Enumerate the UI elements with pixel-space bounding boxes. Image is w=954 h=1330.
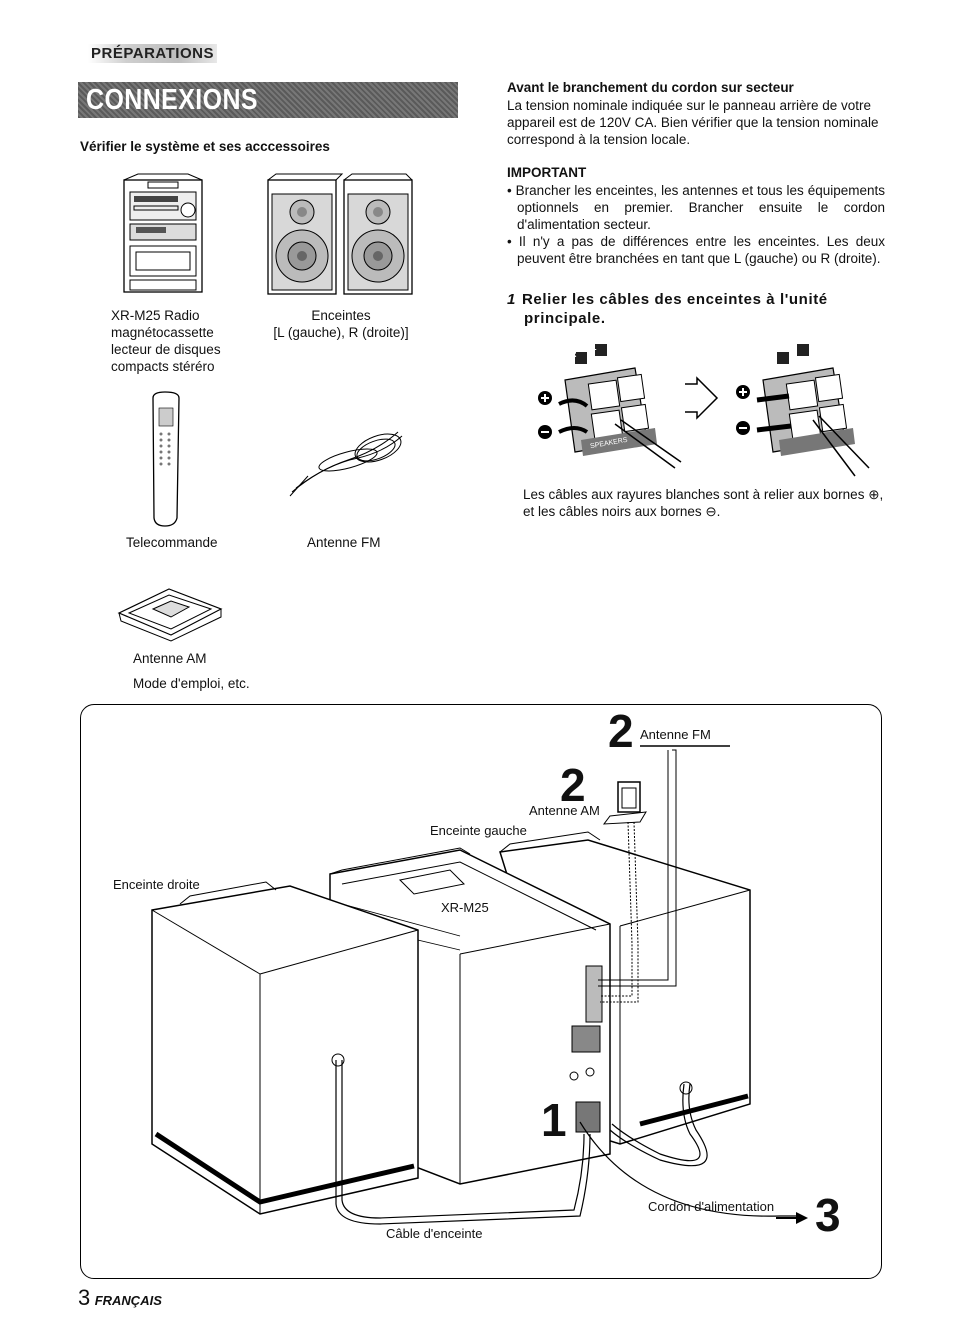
page-title: CONNEXIONS xyxy=(86,84,258,116)
page-number: 3 xyxy=(78,1285,91,1310)
step1-title-line-1: Relier les câbles des enceintes à l'unit… xyxy=(521,291,828,308)
unit-label-line-1: XR-M25 Radio xyxy=(111,308,200,323)
step1-caption: Les câbles aux rayures blanches sont à r… xyxy=(523,486,898,520)
important-heading: IMPORTANT xyxy=(507,165,587,180)
speakers-label: Enceintes [L (gauche), R (droite)] xyxy=(256,307,426,341)
step1-title-line-2: principale. xyxy=(524,310,606,327)
manual-label: Mode d'emploi, etc. xyxy=(133,676,250,691)
terminal-illustration-after xyxy=(736,344,870,477)
arrow-icon xyxy=(685,376,719,420)
unit-label-line-3: lecteur de disques xyxy=(111,342,221,357)
connection-diagram xyxy=(151,745,808,1225)
fm-antenna-illustration xyxy=(289,431,403,497)
right-speaker-label: Enceinte droite xyxy=(113,877,200,892)
power-text-line-2: appareil est de 120V CA. Bien vérifier q… xyxy=(507,115,879,130)
diagram-am-label: Antenne AM xyxy=(529,803,600,818)
unit-label-line-4: compacts stéréro xyxy=(111,359,215,374)
remote-label: Telecommande xyxy=(126,535,218,550)
left-speaker-label: Enceinte gauche xyxy=(430,823,527,838)
page-footer: 3 FRANÇAIS xyxy=(78,1285,162,1311)
diagram-fm-label: Antenne FM xyxy=(640,727,711,742)
power-heading: Avant le branchement du cordon sur secte… xyxy=(507,80,794,95)
speaker-cable-label: Câble d'enceinte xyxy=(386,1226,483,1241)
step1-title: 1 Relier les câbles des enceintes à l'uni… xyxy=(507,290,892,328)
power-text-line-3: correspond à la tension locale. xyxy=(507,132,691,147)
important-bullet-1: • Brancher les enceintes, les antennes e… xyxy=(507,183,885,232)
check-heading: Vérifier le système et ses acccessoires xyxy=(80,139,330,154)
am-label: Antenne AM xyxy=(133,651,207,666)
important-list: • Brancher les enceintes, les antennes e… xyxy=(507,182,885,267)
power-step-number: 3 xyxy=(815,1189,841,1241)
unit-model-label: XR-M25 xyxy=(441,900,489,915)
step1-number: 1 xyxy=(507,291,516,308)
terminal-r-tag: R xyxy=(570,349,577,359)
speakers-illustration xyxy=(267,173,413,295)
terminal-illustration-before xyxy=(538,344,682,469)
fm-step-number: 2 xyxy=(608,705,634,757)
step1-caption-line-2: et les câbles noirs aux bornes ⊖. xyxy=(523,504,721,519)
section-label: PRÉPARATIONS xyxy=(88,44,217,63)
power-text-line-1: La tension nominale indiquée sur le pann… xyxy=(507,98,871,113)
step1-caption-line-1: Les câbles aux rayures blanches sont à r… xyxy=(523,487,884,502)
am-step-number: 2 xyxy=(560,759,586,811)
unit-label: XR-M25 Radio magnétocassette lecteur de … xyxy=(111,307,221,375)
speakers-label-line-2: [L (gauche), R (droite)] xyxy=(273,325,409,340)
fm-label: Antenne FM xyxy=(307,535,381,550)
footer-language: FRANÇAIS xyxy=(94,1293,162,1308)
unit-label-line-2: magnétocassette xyxy=(111,325,214,340)
power-text: La tension nominale indiquée sur le pann… xyxy=(507,97,887,148)
remote-control-illustration xyxy=(152,391,180,527)
speakers-label-line-1: Enceintes xyxy=(311,308,371,323)
step1-diagram-number: 1 xyxy=(541,1094,567,1146)
am-antenna-illustration xyxy=(117,588,223,642)
connection-diagram-frame xyxy=(80,704,882,1279)
stereo-unit-illustration xyxy=(123,173,203,293)
important-bullet-2: • Il n'y a pas de différences entre les … xyxy=(507,234,885,266)
page-title-bar: CONNEXIONS xyxy=(78,82,458,118)
power-cord-label: Cordon d'alimentation xyxy=(648,1199,775,1214)
terminal-l-tag: L xyxy=(591,342,597,352)
